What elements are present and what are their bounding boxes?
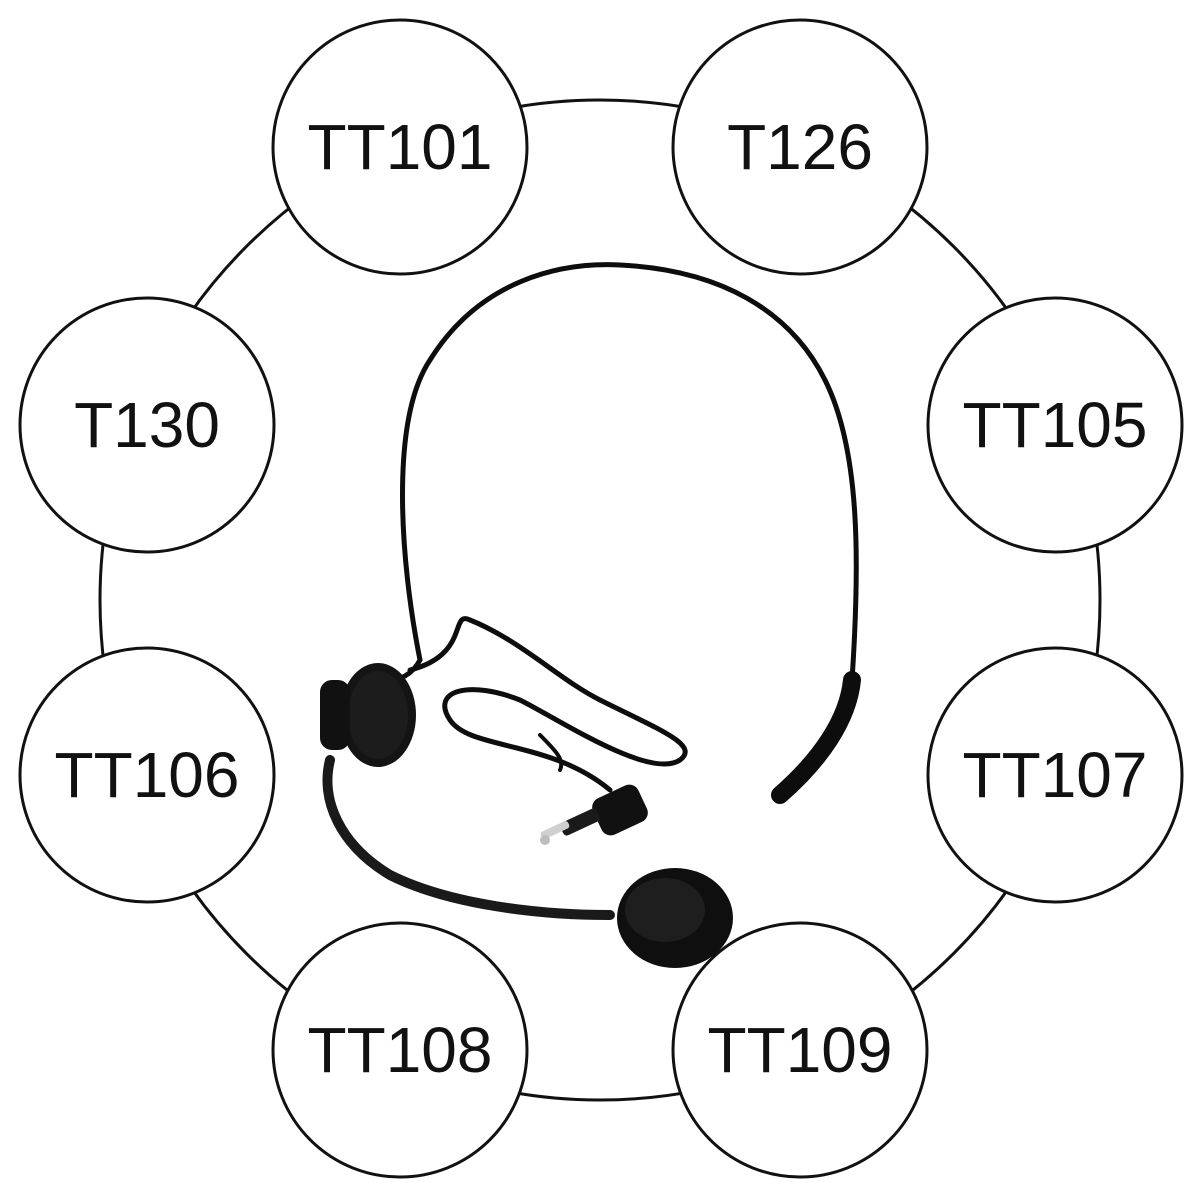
model-label: TT108 [308,1014,493,1086]
model-circle [271,921,529,1179]
model-node-tt107: TT107 [926,646,1184,904]
model-label: T126 [727,111,873,183]
model-label: TT105 [963,389,1148,461]
model-label: TT101 [308,111,493,183]
model-node-tt106: TT106 [18,646,276,904]
model-circle [926,646,1184,904]
model-label: TT109 [708,1014,893,1086]
model-circle [671,18,929,276]
model-label: T130 [74,389,220,461]
model-circle [671,921,929,1179]
model-node-tt105: TT105 [926,296,1184,554]
model-circle [18,646,276,904]
model-node-t130: T130 [18,296,276,554]
model-node-tt108: TT108 [271,921,529,1179]
headset-microphone-icon [320,262,861,968]
connecting-ring [98,98,1102,1102]
model-circle [18,296,276,554]
model-node-t126: T126 [671,18,929,276]
model-node-tt109: TT109 [671,921,929,1179]
model-circle [271,18,529,276]
model-node-tt101: TT101 [271,18,529,276]
model-circle [926,296,1184,554]
model-label: TT106 [55,739,240,811]
model-label: TT107 [963,739,1148,811]
